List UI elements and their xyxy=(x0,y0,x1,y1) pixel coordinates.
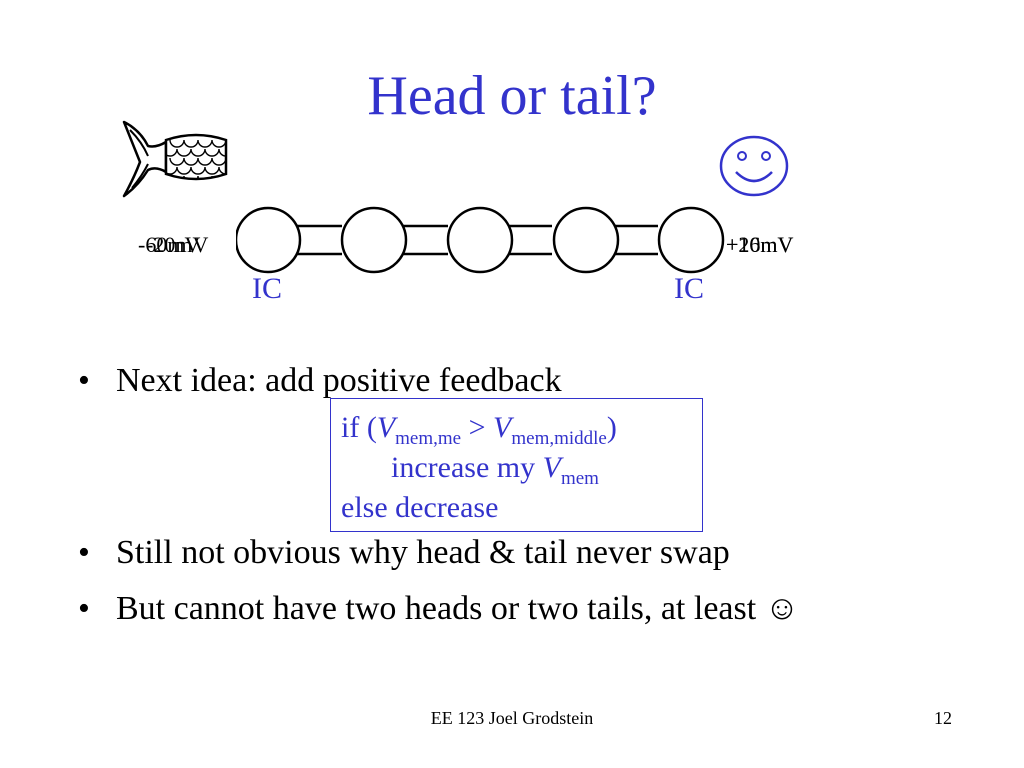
cell-1 xyxy=(236,206,302,274)
bullet-item: • But cannot have two heads or two tails,… xyxy=(78,592,799,626)
code-if-line: if (Vmem,me > Vmem,middle) xyxy=(341,411,617,449)
left-voltage-label: -20mV xyxy=(146,232,209,257)
footer-text: EE 123 Joel Grodstein xyxy=(430,708,594,728)
ic-label-right: IC xyxy=(674,272,704,305)
bullet-marker: • xyxy=(78,590,90,627)
code-else-line: else decrease xyxy=(341,491,499,524)
smiley-icon xyxy=(719,135,789,197)
bullet-marker: • xyxy=(78,534,90,571)
cell-chain-diagram xyxy=(236,206,725,274)
cell-5 xyxy=(657,206,725,274)
right-voltage-label: +16mV xyxy=(726,232,794,257)
slide-title: Head or tail? xyxy=(367,65,657,127)
bullet-text: Still not obvious why head & tail never … xyxy=(116,534,730,571)
bullet-marker: • xyxy=(78,362,90,399)
bullet-text: But cannot have two heads or two tails, … xyxy=(116,590,757,627)
ic-label-left: IC xyxy=(252,272,282,305)
fish-tail-icon xyxy=(122,120,228,198)
pseudocode-box: if (Vmem,me > Vmem,middle) increase my V… xyxy=(330,398,703,532)
bullet-item: • Next idea: add positive feedback xyxy=(78,364,562,398)
left-voltage-label: -60mV xyxy=(138,232,201,257)
code-increase-line: increase my Vmem xyxy=(391,451,599,489)
cell-2 xyxy=(340,206,408,274)
bullet-text: Next idea: add positive feedback xyxy=(116,362,562,399)
right-voltage-label: +20mV xyxy=(726,232,794,257)
page-number: 12 xyxy=(934,708,952,728)
smiley-glyph-icon: ☺ xyxy=(764,590,800,627)
bullet-item: • Still not obvious why head & tail never… xyxy=(78,536,730,570)
cell-4 xyxy=(552,206,620,274)
cell-3 xyxy=(446,206,514,274)
